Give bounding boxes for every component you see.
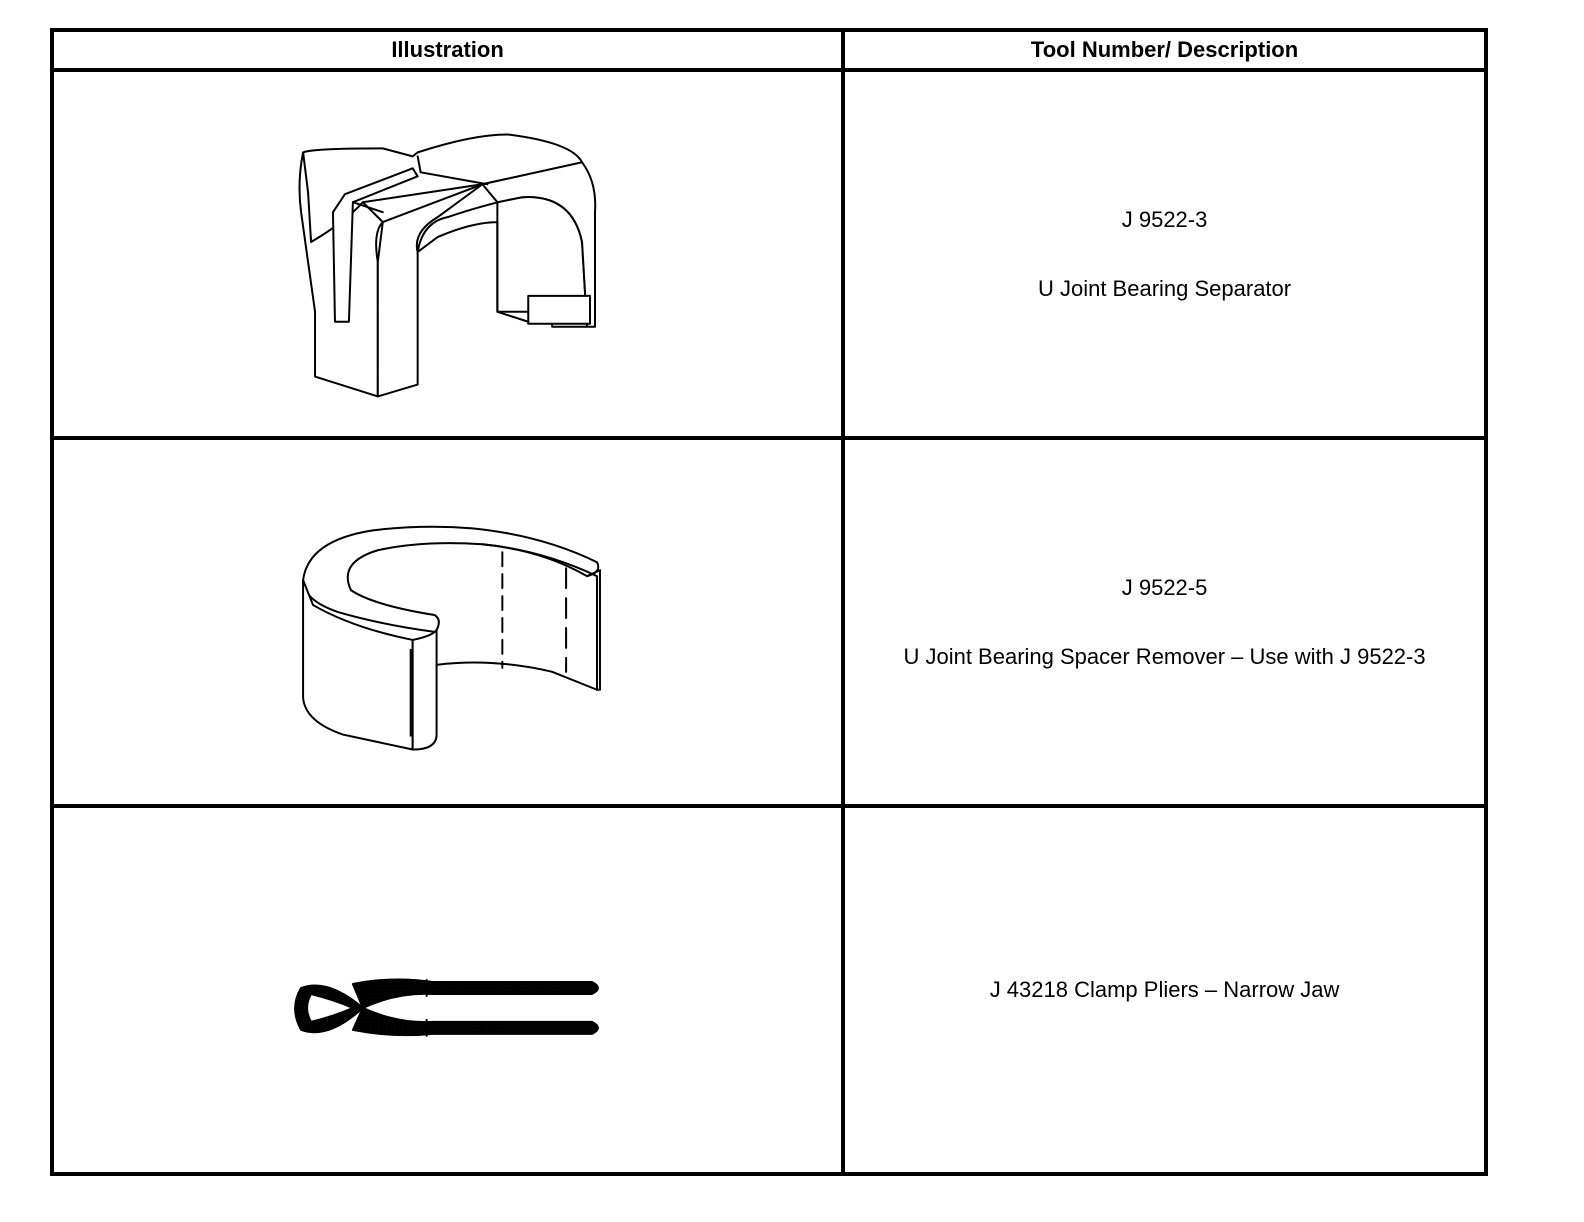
tool-number-and-description: J 43218 Clamp Pliers – Narrow Jaw: [989, 977, 1340, 1003]
tool-number: J 9522-3: [1121, 206, 1208, 232]
description-cell: J 43218 Clamp Pliers – Narrow Jaw: [841, 804, 1488, 1176]
header-tool-number-description: Tool Number/ Description: [841, 28, 1488, 72]
description-cell: J 9522-3 U Joint Bearing Separator: [841, 68, 1488, 440]
illustration-cell: [49, 804, 846, 1176]
illustration-cell: [49, 436, 846, 808]
header-illustration: Illustration: [49, 28, 846, 72]
table-row: J 43218 Clamp Pliers – Narrow Jaw: [49, 804, 1488, 1176]
tool-description: U Joint Bearing Spacer Remover – Use wit…: [903, 644, 1426, 669]
u-joint-bearing-separator-icon: [298, 133, 597, 398]
u-joint-bearing-spacer-remover-icon: [302, 525, 601, 751]
illustration-cell: [49, 68, 846, 440]
tool-number: J 9522-5: [1121, 574, 1208, 600]
tool-description: U Joint Bearing Separator: [1037, 276, 1292, 301]
clamp-pliers-icon: [294, 978, 599, 1037]
table-row: J 9522-3 U Joint Bearing Separator: [49, 68, 1488, 440]
description-cell: J 9522-5 U Joint Bearing Spacer Remover …: [841, 436, 1488, 808]
table-header-row: Illustration Tool Number/ Description: [49, 28, 1488, 72]
table-row: J 9522-5 U Joint Bearing Spacer Remover …: [49, 436, 1488, 808]
special-tools-table: Illustration Tool Number/ Description: [49, 28, 1488, 1176]
